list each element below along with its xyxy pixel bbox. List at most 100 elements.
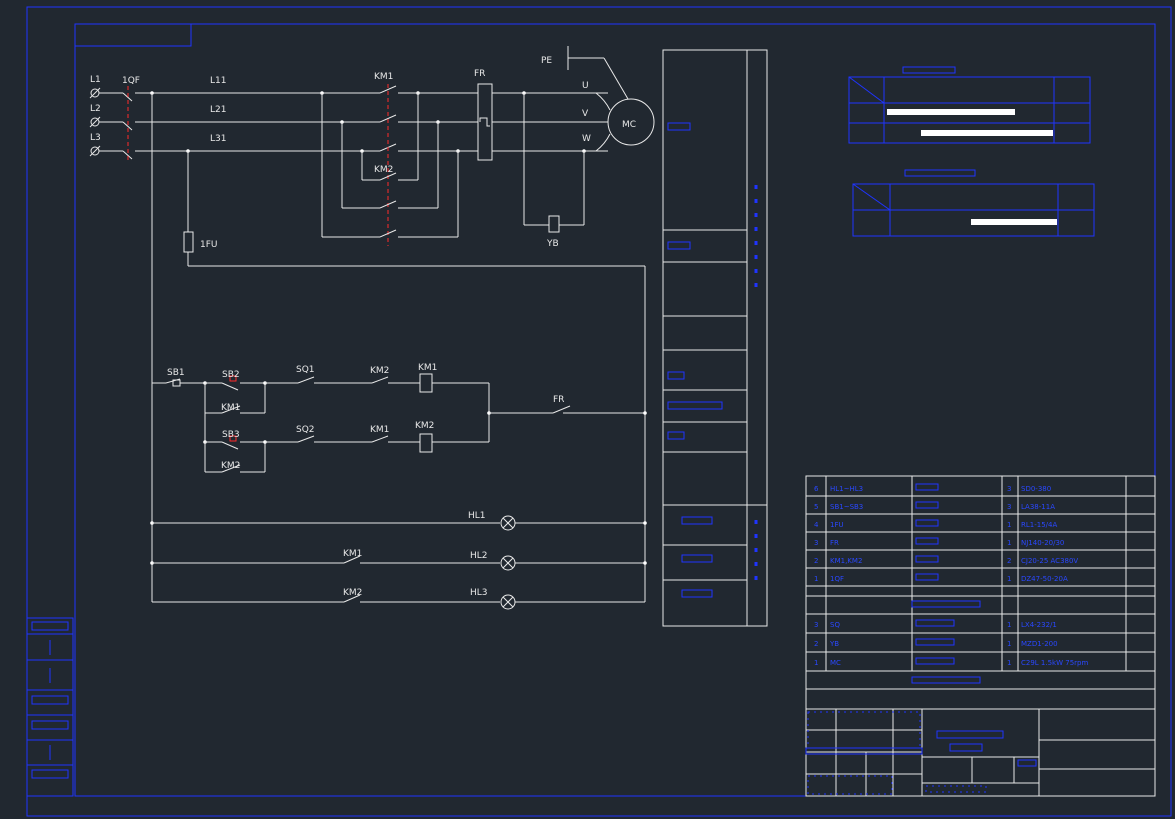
button-sb1 (152, 378, 205, 387)
field-row-no: 1 (814, 659, 818, 667)
field-row-qty: 1 (1007, 621, 1011, 629)
contact-fr (552, 405, 645, 414)
lamp-hl1 (500, 515, 516, 531)
parts-row-code: KM1,KM2 (830, 557, 862, 565)
label-sq2: SQ2 (296, 425, 315, 435)
label-l11: L11 (210, 76, 226, 86)
interlock-km1 (371, 435, 420, 443)
label-interlock-km1: KM1 (370, 425, 389, 435)
parts-row-model: SD0-380 (1021, 485, 1051, 493)
parts-row-qty: 3 (1007, 485, 1011, 493)
contact-km2-lamp (343, 594, 500, 603)
label-u: U (582, 81, 589, 91)
field-row-code: SQ (830, 621, 840, 629)
parts-row-qty: 1 (1007, 575, 1011, 583)
field-row-code: MC (830, 659, 841, 667)
label-hl3: HL3 (470, 588, 488, 598)
parts-row-model: CJ20-25 AC380V (1021, 557, 1078, 565)
label-km2-hold: KM2 (221, 461, 240, 471)
label-v: V (582, 109, 589, 119)
parts-row-qty: 1 (1007, 539, 1011, 547)
field-row-qty: 1 (1007, 659, 1011, 667)
parts-row-code: 1QF (830, 575, 844, 583)
parts-row-no: 6 (814, 485, 819, 493)
parts-row-qty: 2 (1007, 557, 1011, 565)
title-block (805, 709, 1155, 796)
button-sb2 (221, 375, 265, 391)
label-yb: YB (546, 239, 559, 249)
lamp-hl2 (500, 555, 516, 571)
label-l21: L21 (210, 105, 226, 115)
label-l2: L2 (90, 104, 101, 114)
label-km2-lamp: KM2 (343, 588, 362, 598)
label-hl2: HL2 (470, 551, 488, 561)
label-km1-main: KM1 (374, 72, 393, 82)
parts-row-model: RL1-15/4A (1021, 521, 1057, 529)
breaker-1qf (122, 86, 133, 160)
parts-row-model: LA38-11A (1021, 503, 1055, 511)
label-1qf: 1QF (122, 76, 140, 86)
terminal-l3 (89, 145, 101, 157)
label-km2-main: KM2 (374, 165, 393, 175)
field-row-model: LX4-232/1 (1021, 621, 1057, 629)
field-row-qty: 1 (1007, 640, 1011, 648)
function-description-column (662, 49, 768, 627)
contact-km2-hold (204, 442, 266, 473)
parts-row-code: FR (830, 539, 839, 547)
field-row-model: C29L 1.5kW 75rpm (1021, 659, 1088, 667)
fuse-1fu (183, 151, 646, 602)
field-row-no: 2 (814, 640, 818, 648)
label-pe: PE (541, 56, 552, 66)
label-km1-lamp: KM1 (343, 549, 362, 559)
control-circuit: SB1 SB2 KM1 SQ1 KM2 (150, 93, 647, 610)
coil-km1 (419, 373, 489, 393)
parts-row-no: 5 (814, 503, 818, 511)
parts-row-qty: 1 (1007, 521, 1011, 529)
drawing-frame (26, 6, 1172, 817)
brake-yb (522, 91, 586, 233)
parts-row-no: 2 (814, 557, 818, 565)
parts-row-code: HL1~HL3 (830, 485, 863, 493)
parts-row-model: DZ47-50-20A (1021, 575, 1068, 583)
label-coil-km1: KM1 (418, 363, 437, 373)
label-hl1: HL1 (468, 511, 486, 521)
setting-table-2 (852, 169, 1095, 237)
label-sq1: SQ1 (296, 365, 315, 375)
power-circuit: L1 L2 L3 1QF L11 L21 L31 (89, 46, 655, 602)
label-sb1: SB1 (167, 368, 185, 378)
label-sb3: SB3 (222, 430, 240, 440)
label-w: W (582, 134, 591, 144)
contact-km1-hold (205, 383, 266, 414)
parts-row-model: NJ140-20/30 (1021, 539, 1064, 547)
label-l3: L3 (90, 133, 101, 143)
setting-table-1 (848, 66, 1091, 144)
interlock-km2 (371, 376, 420, 384)
switch-sq2 (297, 435, 372, 443)
field-row-model: MZD1-200 (1021, 640, 1058, 648)
parts-row-no: 4 (814, 521, 819, 529)
contactor-km1-main (379, 84, 478, 246)
label-l31: L31 (210, 134, 226, 144)
label-fr-contact: FR (553, 395, 564, 405)
parts-row-no: 3 (814, 539, 818, 547)
label-fr: FR (474, 69, 485, 79)
parts-row-code: SB1~SB3 (830, 503, 863, 511)
terminal-l2 (89, 116, 101, 128)
motor-mc (595, 92, 655, 152)
label-l1: L1 (90, 75, 101, 85)
thermal-relay-fr (477, 83, 608, 161)
earth-pe (567, 46, 629, 100)
label-interlock-km2: KM2 (370, 366, 389, 376)
parts-row-no: 1 (814, 575, 818, 583)
label-km1-hold: KM1 (221, 403, 240, 413)
terminal-l1 (89, 87, 101, 99)
contactor-km2-main (321, 93, 459, 238)
button-sb3 (221, 435, 265, 450)
left-stamp-table (26, 617, 74, 797)
label-coil-km2: KM2 (415, 421, 434, 431)
field-row-no: 3 (814, 621, 818, 629)
parts-row-qty: 3 (1007, 503, 1011, 511)
label-motor: MC (622, 120, 636, 130)
